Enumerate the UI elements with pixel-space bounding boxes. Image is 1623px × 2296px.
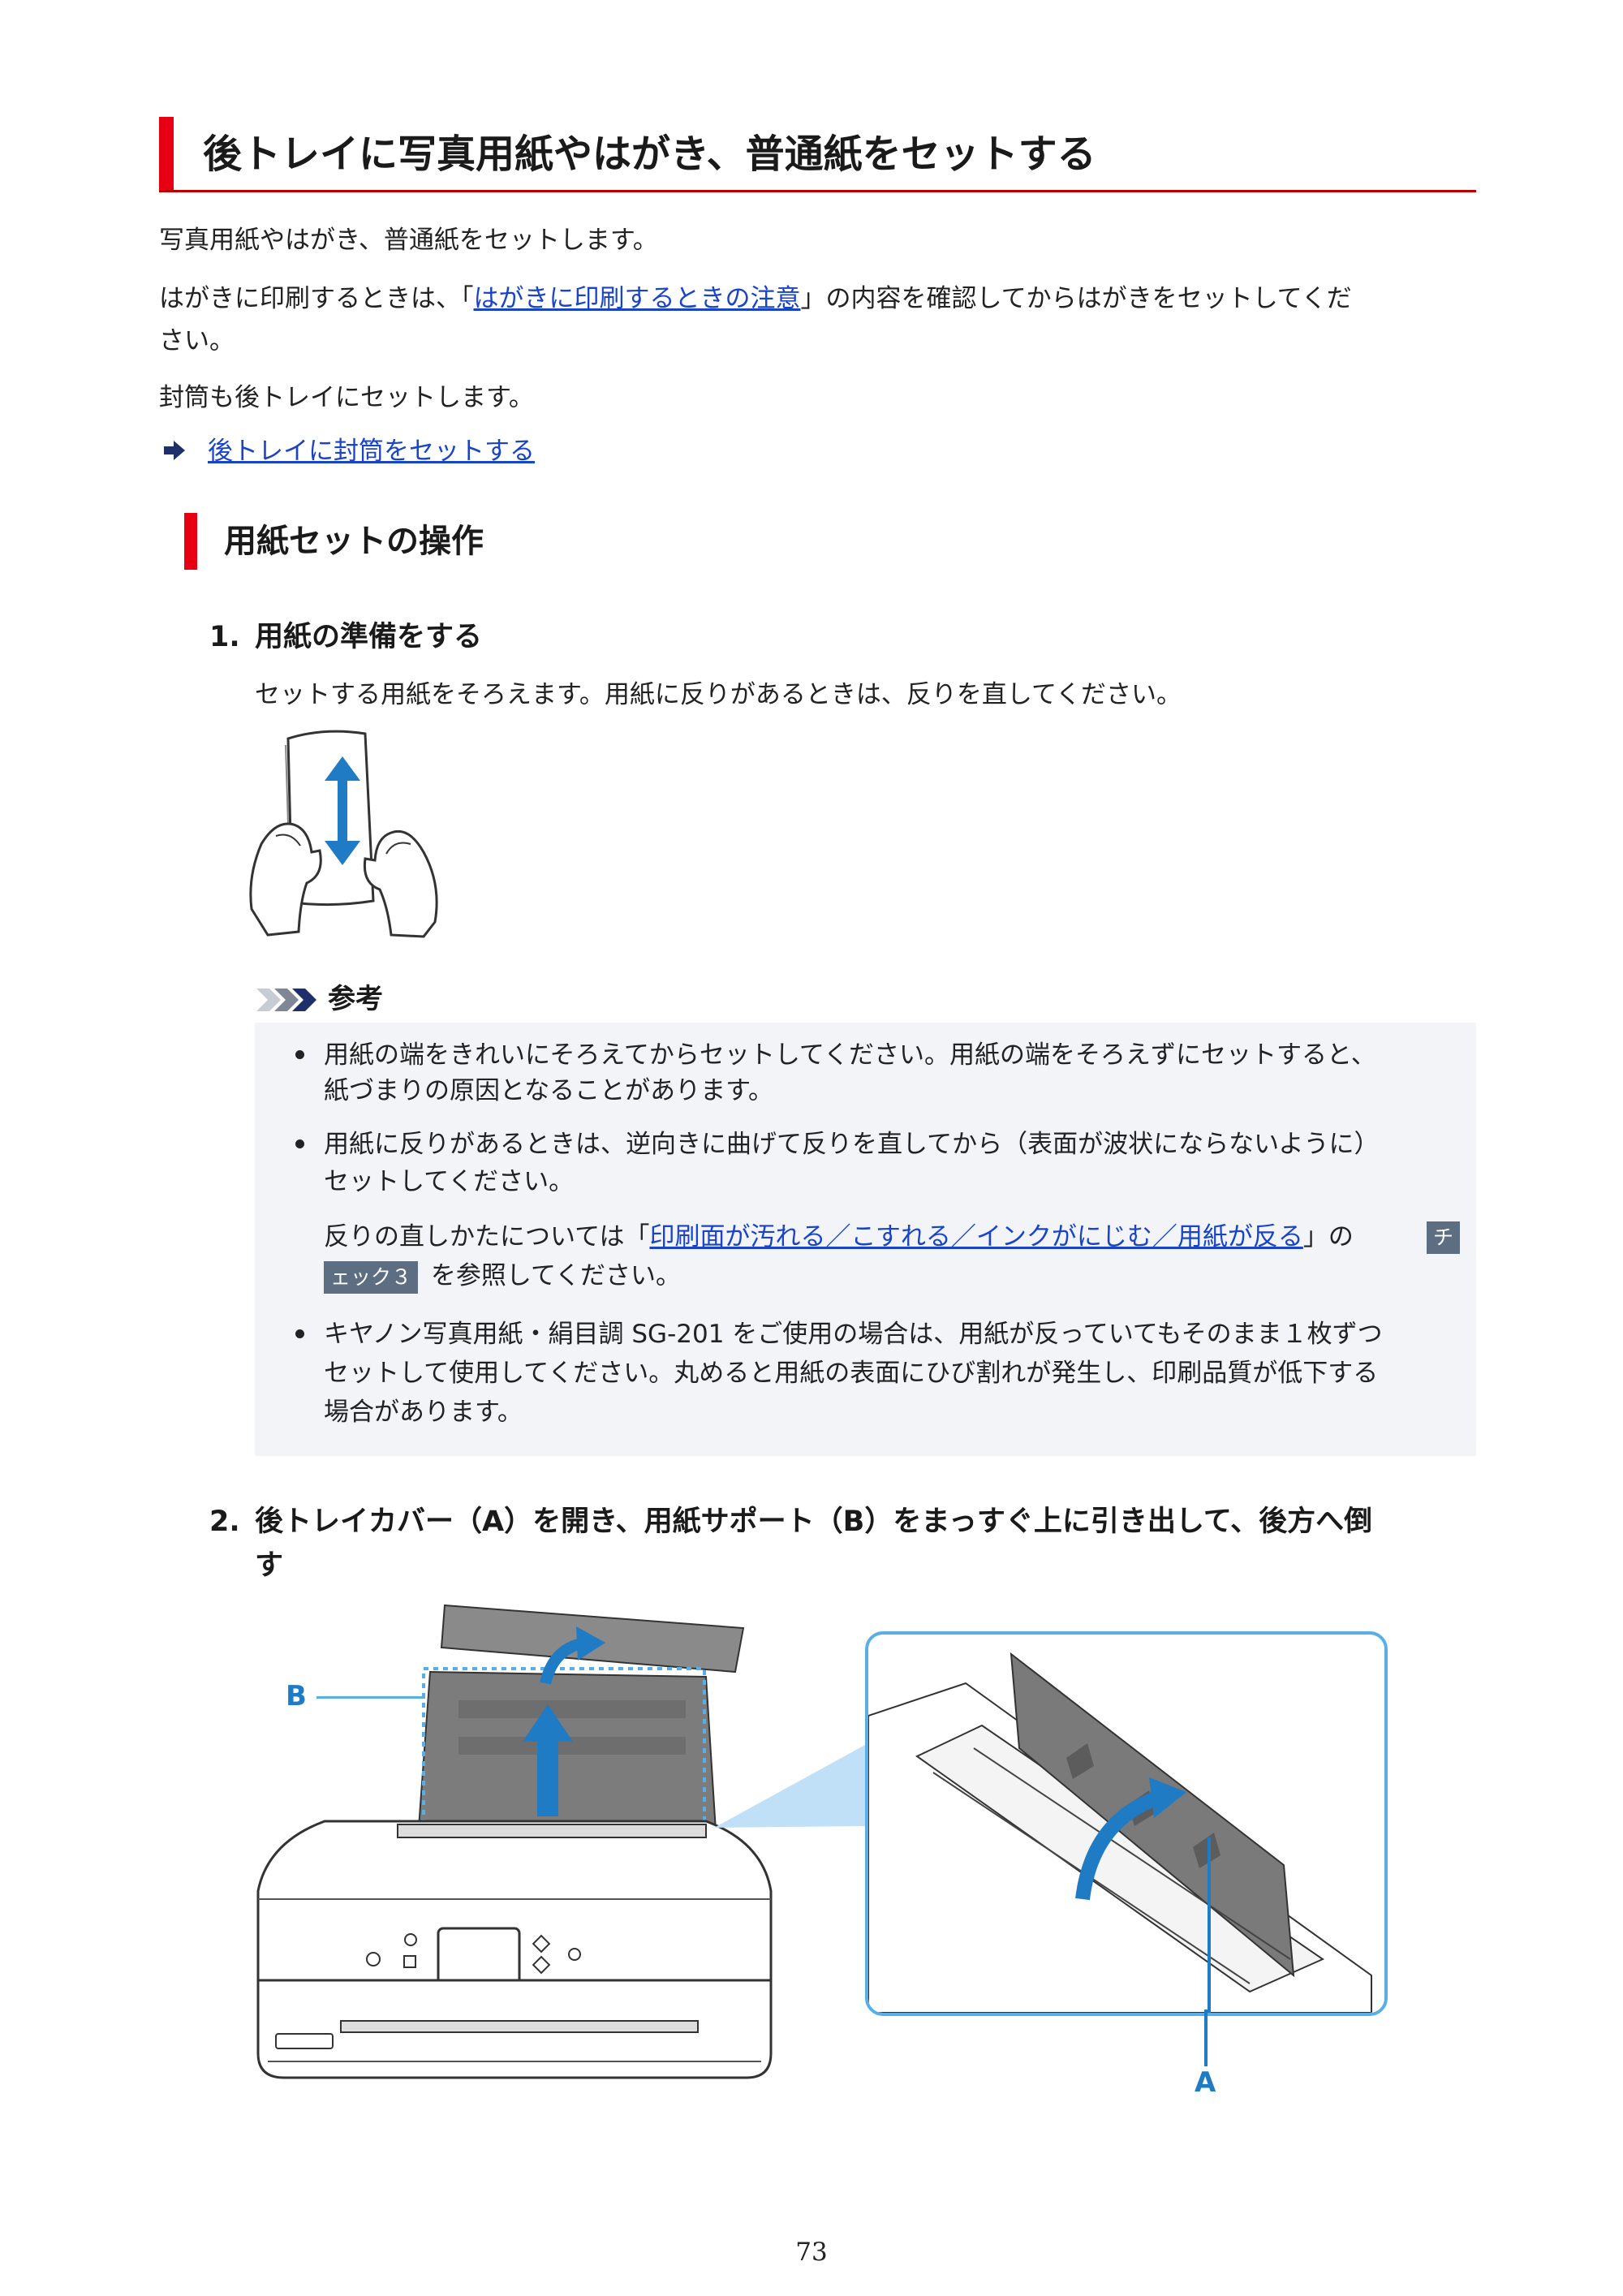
note-text: 」の	[1302, 1222, 1354, 1251]
bullet	[295, 1329, 304, 1338]
callout-connector	[706, 1623, 868, 1842]
tray-closeup-illustration	[865, 1631, 1388, 2016]
intro-paragraph-2-cont: さい。	[159, 326, 235, 355]
label-a-leader	[1204, 2010, 1208, 2066]
note-3-line-3: 場合があります。	[324, 1398, 523, 1427]
page-number: 73	[795, 2238, 828, 2267]
note-3-line-2: セットして使用してください。丸めると用紙の表面にひび割れが発生し、印刷品質が低下…	[324, 1359, 1379, 1388]
postcard-notes-link[interactable]: はがきに印刷するときの注意	[473, 284, 801, 313]
envelope-link[interactable]: 後トレイに封筒をセットする	[208, 437, 535, 466]
envelope-link-row: 後トレイに封筒をセットする	[208, 430, 535, 472]
step-2-number: 2.	[209, 1506, 240, 1538]
note-1-line-2: 紙づまりの原因となることがあります。	[324, 1076, 773, 1105]
note-text: 反りの直しかたについては「	[324, 1222, 650, 1251]
note-2-line-1: 用紙に反りがあるときは、逆向きに曲げて反りを直してから（表面が波状にならないよう…	[324, 1130, 1380, 1159]
arrow-right-icon	[162, 438, 187, 463]
intro-paragraph-2: はがきに印刷するときは、「はがきに印刷するときの注意」の内容を確認してからはがき…	[159, 278, 1352, 320]
print-surface-dirty-link[interactable]: 印刷面が汚れる／こすれる／インクがにじむ／用紙が反る	[649, 1222, 1303, 1251]
note-2-sub-line-1: 反りの直しかたについては「印刷面が汚れる／こすれる／インクがにじむ／用紙が反る」…	[324, 1216, 1354, 1258]
intro-text: 」の内容を確認してからはがきをセットしてくだ	[800, 284, 1352, 313]
note-2-sub-line-2: ェック３ を参照してください。	[324, 1255, 681, 1297]
label-b-leader	[316, 1696, 425, 1699]
note-text: を参照してください。	[430, 1261, 682, 1290]
title-underline	[159, 190, 1476, 192]
title-accent-bar	[159, 117, 174, 192]
step-1-text: セットする用紙をそろえます。用紙に反りがあるときは、反りを直してください。	[255, 680, 1182, 709]
intro-paragraph-3: 封筒も後トレイにセットします。	[159, 383, 534, 412]
step-2-title-line-1: 後トレイカバー（A）を開き、用紙サポート（B）をまっすぐ上に引き出して、後方へ倒	[255, 1506, 1373, 1538]
note-1-line-1: 用紙の端をきれいにそろえてからセットしてください。用紙の端をそろえずにセットする…	[324, 1040, 1376, 1070]
label-a: A	[1195, 2066, 1216, 2099]
page-title: 後トレイに写真用紙やはがき、普通紙をセットする	[203, 131, 1096, 177]
intro-text: はがきに印刷するときは、「	[159, 284, 474, 313]
check-badge-part-1[interactable]: チ	[1427, 1221, 1461, 1254]
intro-paragraph-1: 写真用紙やはがき、普通紙をセットします。	[159, 226, 658, 255]
label-b: B	[286, 1680, 307, 1712]
note-2-line-2: セットしてください。	[324, 1167, 575, 1196]
section-heading: 用紙セットの操作	[224, 523, 484, 560]
check-badge-part-2[interactable]: ェック３	[324, 1260, 419, 1294]
step-1-number: 1.	[209, 621, 240, 653]
note-title: 参考	[328, 983, 383, 1015]
note-chevrons-icon	[256, 986, 321, 1014]
section-accent-bar	[184, 513, 197, 570]
paper-hands-illustration	[243, 722, 446, 941]
bullet	[295, 1139, 304, 1148]
step-1-title: 用紙の準備をする	[255, 621, 483, 653]
step-2-title-line-2: す	[255, 1549, 284, 1582]
note-box	[255, 1023, 1476, 1456]
bullet	[295, 1050, 304, 1059]
note-3-line-1: キヤノン写真用紙・絹目調 SG-201 をご使用の場合は、用紙が反っていてもその…	[324, 1320, 1383, 1349]
printer-illustration	[252, 1599, 787, 2118]
